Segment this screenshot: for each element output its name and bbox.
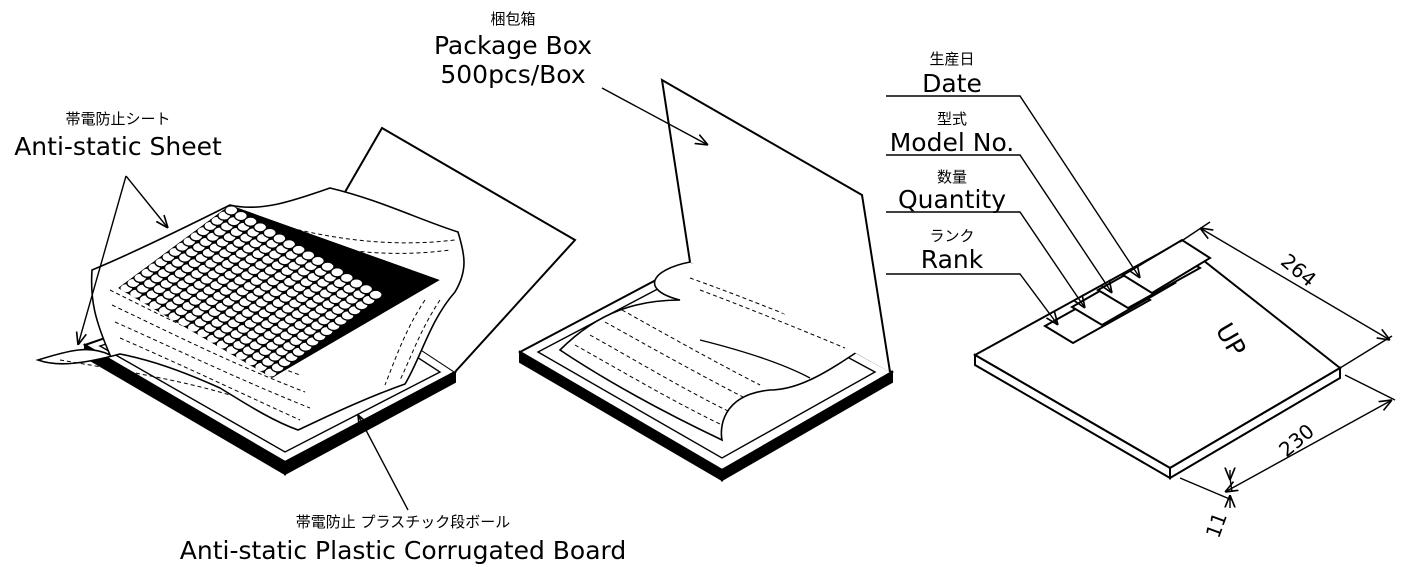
component-cell [282,238,297,250]
model-label-en: Model No. [890,128,1015,157]
box-lid-center [660,78,891,373]
right-assembly: UP 264 230 11 [972,221,1396,541]
component-cell [272,233,287,244]
component-cell [339,272,354,284]
label-slots [1043,238,1212,345]
component-grid [118,205,440,378]
box-qty: 500pcs/Box [440,60,585,89]
component-cell [349,278,364,289]
box-label-jp: 梱包箱 [490,10,535,28]
sheet-label-jp: 帯電防止シート [65,110,170,128]
component-cell [253,222,268,233]
component-cell [368,289,383,301]
rank-label-jp: ランク [929,227,974,245]
date-label-en: Date [922,69,982,98]
center-assembly [517,78,895,482]
component-cell [310,255,325,267]
component-cell [301,250,316,261]
board-label-en: Anti-static Plastic Corrugated Board [180,536,626,565]
left-assembly [35,126,577,476]
labels: 帯電防止シート Anti-static Sheet 帯電防止 プラスチック段ボー… [14,10,1014,565]
component-cell [291,244,306,256]
board-label-jp: 帯電防止 プラスチック段ボール [296,513,510,531]
component-cell [243,216,258,227]
component-cell [233,210,248,222]
dim-width: 230 [1274,419,1319,462]
date-label-jp: 生産日 [929,50,974,68]
quantity-label-jp: 数量 [937,168,967,186]
component-cell [359,283,374,295]
dim-height: 11 [1201,509,1232,541]
component-cell [224,205,239,216]
box-label-en: Package Box [434,31,592,60]
model-label-jp: 型式 [937,110,967,128]
dim-length: 264 [1276,249,1321,292]
sheet-label-en: Anti-static Sheet [14,132,222,161]
component-cell [262,227,277,239]
rank-label-en: Rank [921,245,984,274]
leader-lines [78,87,1140,511]
component-cell [320,261,335,272]
quantity-label-en: Quantity [898,185,1006,214]
component-cell [330,267,345,278]
